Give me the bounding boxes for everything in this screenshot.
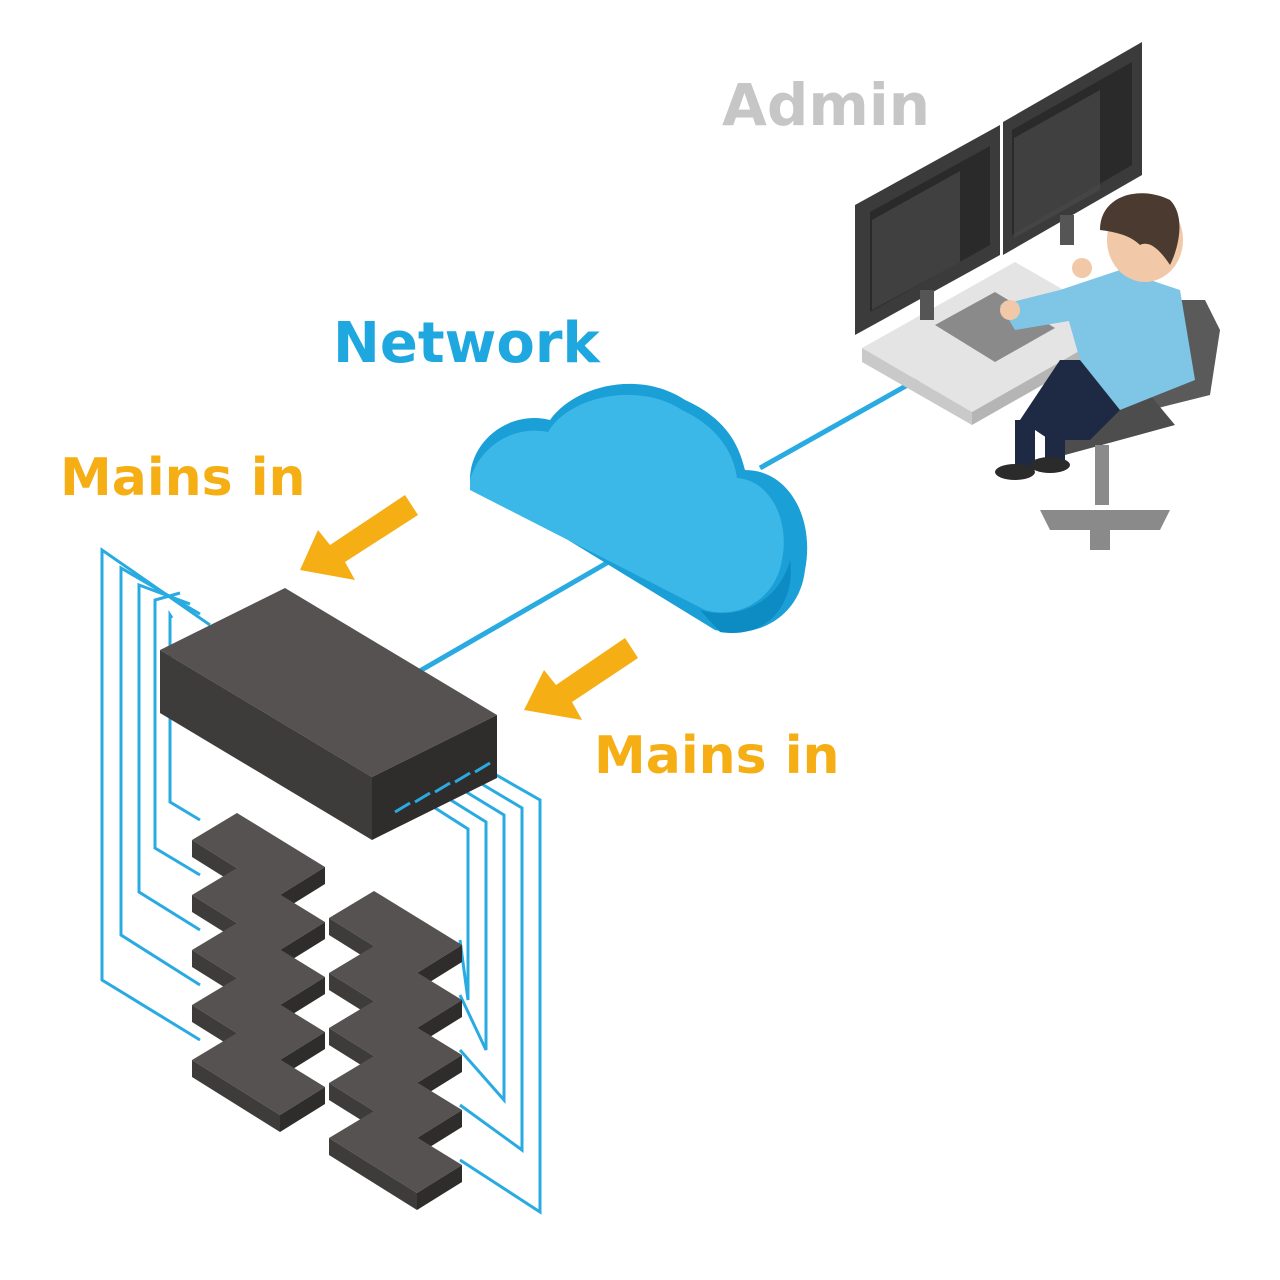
device-unit (192, 1033, 325, 1132)
mains-in-label-right: Mains in (594, 726, 840, 786)
hub-to-cloud-link (416, 557, 614, 675)
device-stack-left (192, 813, 325, 1132)
arrow-down-left-icon (524, 638, 638, 720)
arrow-down-left-icon (300, 495, 418, 580)
network-label: Network (333, 311, 600, 376)
device-stack-right (329, 891, 462, 1210)
admin-workstation-icon (855, 42, 1220, 550)
power-hub-icon (160, 588, 497, 840)
cloud-to-admin-link (758, 375, 922, 471)
admin-label: Admin (722, 71, 931, 139)
mains-in-label-left: Mains in (60, 448, 306, 508)
network-links (416, 375, 922, 675)
device-unit (329, 1111, 462, 1210)
network-cloud-icon (470, 383, 808, 634)
